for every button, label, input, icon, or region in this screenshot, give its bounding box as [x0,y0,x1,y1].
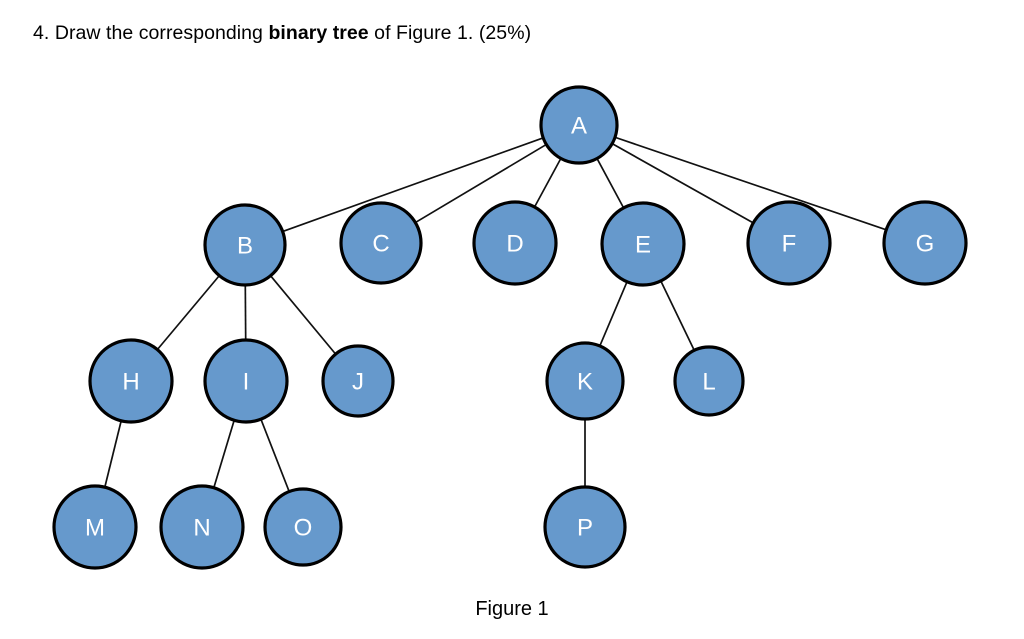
question-heading-prefix: 4. Draw the corresponding [33,22,269,44]
tree-edge-e-k [598,279,629,349]
node-label-n: N [193,515,210,542]
tree-edge-a-e [595,156,626,211]
tree-node-e[interactable]: E [600,201,686,287]
tree-node-o[interactable]: O [263,487,343,567]
tree-node-k[interactable]: K [545,341,625,421]
tree-edge-b-h [155,273,222,352]
tree-node-b[interactable]: B [203,203,287,287]
tree-node-j[interactable]: J [321,344,395,418]
edge-layer [103,135,889,494]
tree-node-l[interactable]: L [673,345,745,417]
node-label-a: A [571,113,587,140]
tree-node-c[interactable]: C [339,201,423,285]
question-heading-suffix: of Figure 1. (25%) [368,22,532,44]
tree-node-h[interactable]: H [88,338,174,424]
tree-node-p[interactable]: P [543,485,627,569]
node-circle-o [263,487,343,567]
node-label-c: C [372,231,389,258]
node-label-f: F [782,231,797,258]
node-circle-m [52,484,138,570]
page-title: 4. Draw the corresponding binary tree of… [33,20,531,46]
node-circle-i [203,338,289,424]
node-circle-b [203,203,287,287]
node-label-i: I [243,369,250,396]
node-label-e: E [635,232,651,259]
node-circle-n [159,484,245,570]
node-label-p: P [577,515,593,542]
tree-node-i[interactable]: I [203,338,289,424]
node-label-m: M [85,515,105,542]
tree-node-a[interactable]: A [539,85,619,165]
node-label-h: H [122,369,139,396]
tree-edge-a-b [280,136,546,233]
node-label-g: G [916,231,935,258]
tree-edge-a-g [612,135,889,232]
node-circle-l [673,345,745,417]
node-circle-j [321,344,395,418]
tree-node-n[interactable]: N [159,484,245,570]
tree-edge-i-o [259,417,291,494]
tree-edge-a-d [532,156,563,210]
node-layer: A B C D E F G H I J K L M N O P [52,85,968,570]
node-circle-h [88,338,174,424]
question-heading-emphasis: binary tree [268,22,369,44]
node-circle-p [543,485,627,569]
node-label-j: J [352,369,364,396]
figure-caption: Figure 1 [475,598,549,620]
tree-edge-b-j [268,273,338,357]
node-circle-a [539,85,619,165]
node-label-l: L [702,369,715,396]
tree-node-g[interactable]: G [882,200,968,286]
node-circle-d [472,200,558,286]
tree-edge-e-l [659,278,696,353]
node-circle-k [545,341,625,421]
node-circle-f [746,200,832,286]
tree-edge-h-m [103,418,123,490]
node-circle-g [882,200,968,286]
tree-edge-i-n [212,418,236,490]
node-label-o: O [294,515,313,542]
node-label-d: D [506,231,523,258]
tree-node-f[interactable]: F [746,200,832,286]
tree-edge-a-c [413,142,549,225]
node-label-b: B [237,233,253,260]
tree-edge-a-f [609,141,756,225]
tree-node-m[interactable]: M [52,484,138,570]
node-circle-c [339,201,423,285]
node-circle-e [600,201,686,287]
tree-node-d[interactable]: D [472,200,558,286]
node-label-k: K [577,369,593,396]
